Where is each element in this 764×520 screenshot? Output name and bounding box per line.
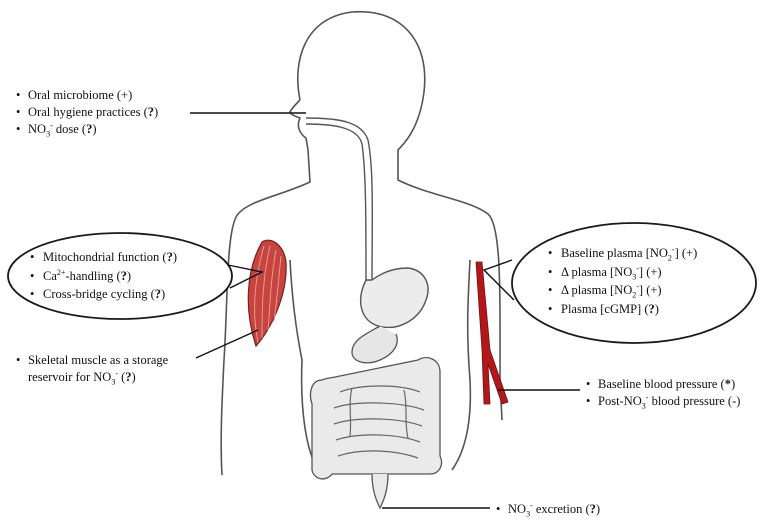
label-mitochondrial-function: •Mitochondrial function (?) xyxy=(30,248,177,267)
muscle-storage-label: •Skeletal muscle as a storage reservoir … xyxy=(16,352,168,386)
duodenum xyxy=(352,326,397,363)
label-cross-bridge-cycling: •Cross-bridge cycling (?) xyxy=(30,285,177,304)
label-delta-plasma-nitrate: •Δ plasma [NO3-] (+) xyxy=(548,263,697,282)
rectum xyxy=(372,474,388,508)
blood-vessel xyxy=(476,262,508,404)
label-oral-microbiome: •Oral microbiome (+) xyxy=(16,88,158,103)
label-plasma-cgmp: •Plasma [cGMP] (?) xyxy=(548,300,697,319)
label-muscle-storage-line1: •Skeletal muscle as a storage xyxy=(16,352,168,369)
oral-labels: •Oral microbiome (+) •Oral hygiene pract… xyxy=(16,88,158,137)
label-muscle-storage-line2: reservoir for NO3- (?) xyxy=(16,369,168,386)
label-calcium-handling: •Ca2+-handling (?) xyxy=(30,267,177,286)
label-post-nitrate-bp: •Post-NO3- blood pressure (-) xyxy=(586,393,740,410)
label-oral-hygiene: •Oral hygiene practices (?) xyxy=(16,105,158,120)
intestines xyxy=(310,358,441,479)
muscle-oval-text: •Mitochondrial function (?) •Ca2+-handli… xyxy=(30,248,177,304)
excretion-label: •NO3- excretion (?) xyxy=(496,502,600,517)
label-nitrate-dose: •NO3- dose (?) xyxy=(16,122,158,137)
esophagus xyxy=(306,118,372,282)
blood-pressure-labels: •Baseline blood pressure (*) •Post-NO3- … xyxy=(586,376,740,410)
label-delta-plasma-nitrite: •Δ plasma [NO2-] (+) xyxy=(548,281,697,300)
label-baseline-plasma-nitrite: •Baseline plasma [NO2-] (+) xyxy=(548,244,697,263)
label-baseline-bp: •Baseline blood pressure (*) xyxy=(586,376,740,393)
blood-oval-text: •Baseline plasma [NO2-] (+) •Δ plasma [N… xyxy=(548,244,697,318)
stomach xyxy=(361,268,428,327)
bicep-muscle xyxy=(248,240,286,346)
